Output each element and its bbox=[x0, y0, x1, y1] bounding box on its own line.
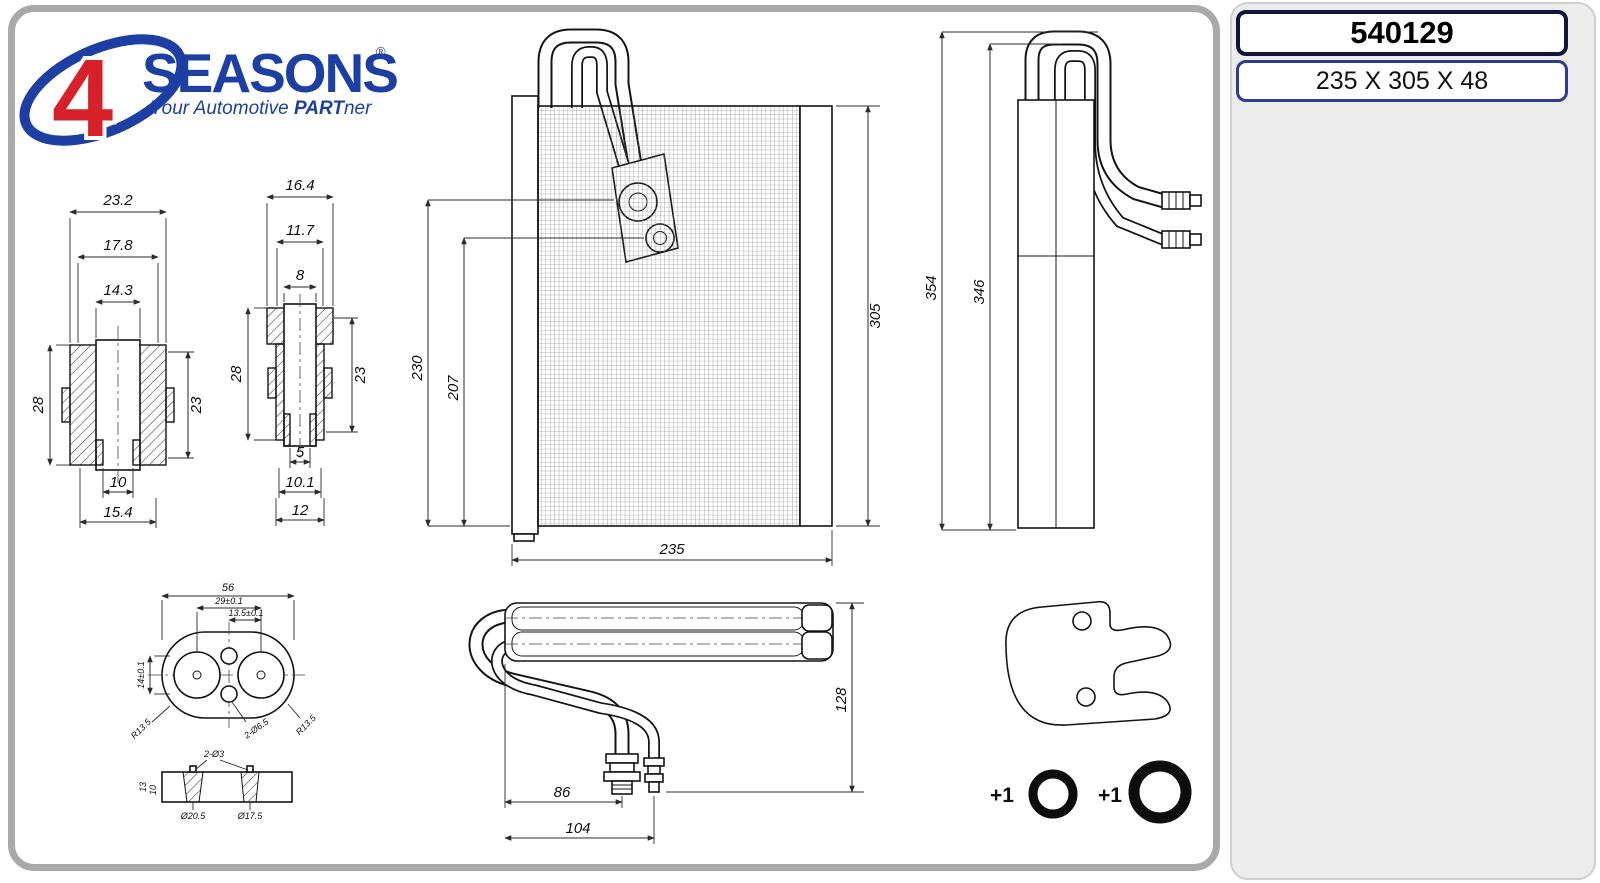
svg-text:11.7: 11.7 bbox=[286, 222, 315, 239]
front-core bbox=[537, 105, 801, 527]
svg-text:17.8: 17.8 bbox=[103, 237, 133, 254]
svg-text:10: 10 bbox=[148, 785, 158, 795]
svg-text:R13.5: R13.5 bbox=[129, 716, 154, 741]
logo-swoosh-icon bbox=[19, 34, 187, 146]
fitting2-view: 16.4 11.7 8 28 23 5 bbox=[228, 177, 369, 526]
top-dims: 128 86 104 bbox=[504, 602, 864, 844]
svg-text:16.4: 16.4 bbox=[285, 177, 314, 194]
svg-text:R13.5: R13.5 bbox=[294, 712, 319, 737]
fitting2-dims: 16.4 11.7 8 28 23 5 bbox=[228, 177, 369, 526]
orings: +1 +1 bbox=[990, 760, 1192, 824]
svg-text:Ø17.5: Ø17.5 bbox=[237, 811, 264, 821]
svg-text:Ø20.5: Ø20.5 bbox=[180, 811, 207, 821]
part-number-box: 540129 bbox=[1236, 10, 1568, 56]
section-hole-2 bbox=[240, 771, 260, 803]
svg-text:354: 354 bbox=[923, 275, 940, 300]
svg-text:28: 28 bbox=[30, 396, 47, 414]
manifold-bolt-bottom bbox=[220, 685, 238, 703]
svg-text:230: 230 bbox=[409, 355, 426, 382]
section-hole-1 bbox=[182, 771, 204, 803]
logo-name: SEASONS bbox=[142, 42, 397, 104]
svg-text:23.2: 23.2 bbox=[102, 192, 133, 209]
front-right-plate bbox=[799, 105, 833, 527]
front-view: 230 207 305 235 bbox=[409, 28, 884, 566]
manifold-bolt-top bbox=[220, 647, 238, 665]
svg-text:86: 86 bbox=[554, 784, 571, 801]
oring-small-icon bbox=[1028, 769, 1078, 819]
logo: 4 SEASONS ® Your Automotive PARTner bbox=[19, 33, 399, 164]
svg-text:29±0.1: 29±0.1 bbox=[214, 596, 242, 606]
svg-text:23: 23 bbox=[188, 396, 205, 414]
manifold-section-view: 2-Ø3 13 10 Ø20.5 Ø17.5 bbox=[138, 749, 293, 821]
svg-text:128: 128 bbox=[833, 687, 850, 713]
svg-text:346: 346 bbox=[971, 279, 988, 305]
manifold-view: 56 29±0.1 13.5±0.1 14±0.1 R13.5 R13.5 2-… bbox=[129, 582, 319, 741]
part-number: 540129 bbox=[1350, 15, 1454, 50]
bracket-hole-bottom bbox=[1076, 687, 1096, 707]
svg-text:5: 5 bbox=[296, 444, 305, 461]
svg-text:207: 207 bbox=[445, 375, 462, 402]
svg-text:12: 12 bbox=[292, 502, 309, 519]
top-fittings bbox=[603, 753, 665, 795]
section-dims: 2-Ø3 13 10 Ø20.5 Ø17.5 bbox=[138, 749, 263, 821]
side-view: 354 346 bbox=[923, 30, 1202, 531]
svg-text:28: 28 bbox=[228, 365, 245, 383]
technical-drawing: 4 SEASONS ® Your Automotive PARTner 23.2 bbox=[19, 28, 1202, 844]
svg-text:13: 13 bbox=[138, 782, 148, 792]
fitting1-view: 23.2 17.8 14.3 28 23 bbox=[30, 192, 205, 528]
side-dims: 354 346 bbox=[923, 31, 1098, 531]
logo-4: 4 bbox=[52, 37, 113, 160]
oring-large-qty: +1 bbox=[1098, 784, 1122, 807]
svg-text:14±0.1: 14±0.1 bbox=[136, 661, 146, 688]
logo-tagline: Your Automotive PARTner bbox=[150, 98, 372, 119]
logo-registered-mark: ® bbox=[376, 44, 386, 59]
svg-text:2-Ø3: 2-Ø3 bbox=[203, 749, 224, 759]
svg-text:235: 235 bbox=[658, 541, 685, 558]
section-bar bbox=[161, 771, 293, 803]
bracket-outline bbox=[1005, 600, 1172, 726]
front-left-plate bbox=[511, 95, 539, 535]
bracket-view bbox=[1005, 600, 1172, 726]
svg-text:104: 104 bbox=[565, 820, 590, 837]
fitting1-dims: 23.2 17.8 14.3 28 23 bbox=[30, 192, 205, 528]
part-size: 235 X 305 X 48 bbox=[1315, 66, 1489, 95]
top-endcap-2 bbox=[801, 631, 833, 660]
svg-text:23: 23 bbox=[352, 366, 369, 384]
svg-text:15.4: 15.4 bbox=[103, 504, 132, 521]
part-size-box: 235 X 305 X 48 bbox=[1236, 60, 1568, 102]
svg-text:10: 10 bbox=[110, 474, 127, 491]
top-endcap-1 bbox=[801, 604, 833, 632]
svg-text:8: 8 bbox=[296, 267, 305, 284]
top-view: 128 86 104 bbox=[468, 602, 864, 844]
oring-small-qty: +1 bbox=[990, 784, 1014, 807]
svg-text:14.3: 14.3 bbox=[103, 282, 133, 299]
oring-large-icon bbox=[1128, 760, 1192, 824]
svg-text:56: 56 bbox=[222, 582, 235, 594]
svg-text:10.1: 10.1 bbox=[285, 474, 314, 491]
manifold-port-left bbox=[173, 651, 221, 699]
svg-text:305: 305 bbox=[867, 303, 884, 329]
svg-text:13.5±0.1: 13.5±0.1 bbox=[229, 608, 264, 618]
bracket-hole-top bbox=[1072, 611, 1092, 631]
front-dims: 230 207 305 235 bbox=[409, 105, 884, 566]
svg-text:2-Ø6.5: 2-Ø6.5 bbox=[241, 716, 271, 741]
manifold-port-right bbox=[237, 651, 285, 699]
info-panel: 540129 235 X 305 X 48 bbox=[1230, 2, 1596, 880]
